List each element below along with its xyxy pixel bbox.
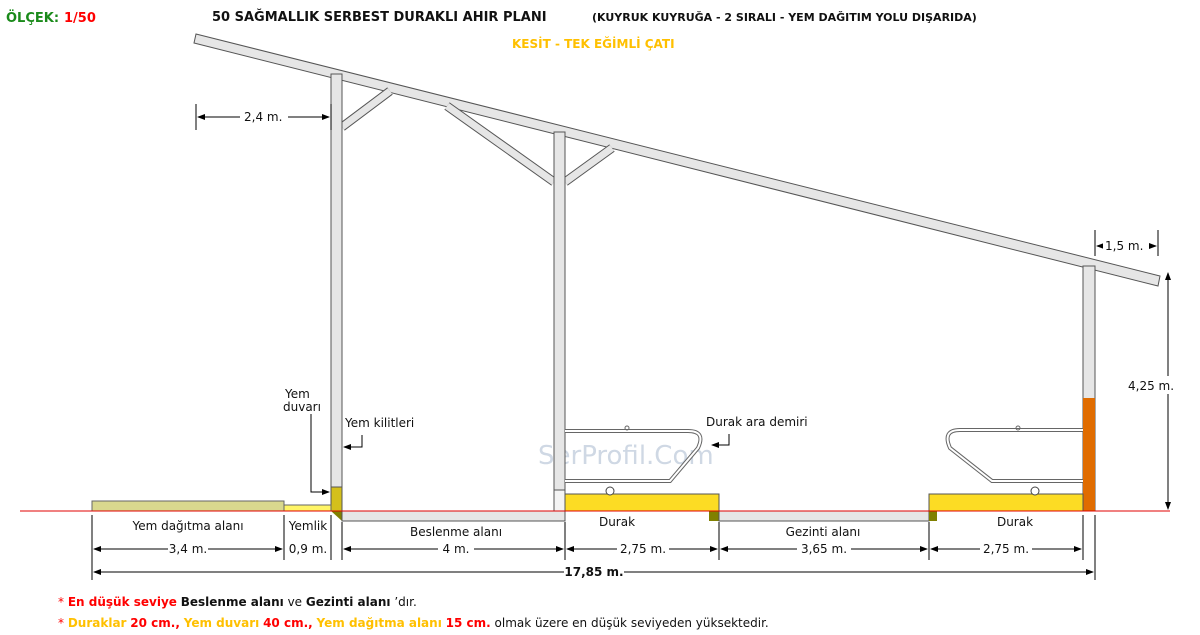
left-column [330, 73, 343, 512]
zone-label-walking: Gezinti alanı [786, 525, 861, 539]
note-2: * Duraklar 20 cm., Yem duvarı 40 cm., Ye… [58, 616, 769, 630]
section-title: KESİT - TEK EĞİMLİ ÇATI [512, 36, 675, 51]
page-title: 50 SAĞMALLIK SERBEST DURAKLI AHIR PLANI [212, 9, 547, 25]
roof-beam [193, 33, 1161, 287]
feed-road-slab [91, 500, 285, 512]
feed-wall-label-2: duvarı [283, 400, 321, 414]
zone-label-feed-road: Yem dağıtma alanı [131, 519, 243, 533]
zone-label-feeding: Beslenme alanı [410, 525, 502, 539]
roof-braces [339, 87, 615, 186]
extension-lines [91, 515, 1096, 580]
stall-divider-right [945, 425, 1083, 496]
zone-label-stall-right: Durak [997, 515, 1033, 529]
dim-walking: 3,65 m. [801, 542, 847, 556]
dim-manger: 0,9 m. [289, 542, 327, 556]
manger-slab [283, 504, 332, 512]
dim-feeding: 4 m. [443, 542, 470, 556]
feed-wall-leader [310, 414, 330, 495]
stall-divider-label: Durak ara demiri [706, 415, 808, 429]
stall-right-slab [928, 493, 1084, 512]
note-1: * En düşük seviye Beslenme alanı ve Gezi… [58, 595, 417, 609]
dim-stall-right: 2,75 m. [983, 542, 1029, 556]
stall-divider-left [565, 425, 703, 496]
feed-wall [330, 486, 343, 512]
scale-value: 1/50 [64, 11, 96, 26]
headlocks-leader [343, 435, 363, 450]
headlocks-label: Yem kilitleri [344, 416, 414, 430]
walking-floor [718, 510, 930, 522]
scale-label: ÖLÇEK: [6, 10, 59, 26]
feeding-floor [341, 510, 566, 522]
zone-label-stall-left: Durak [599, 515, 635, 529]
feed-wall-label-1: Yem [284, 387, 310, 401]
page-subtitle: (KUYRUK KUYRUĞA - 2 SIRALI - YEM DAĞITIM… [592, 11, 977, 24]
zone-label-manger: Yemlik [288, 519, 327, 533]
olive-curb-2 [929, 511, 937, 521]
dim-stall-left: 2,75 m. [620, 542, 666, 556]
stall-divider-leader [711, 434, 730, 448]
right-wall-base [1083, 398, 1095, 511]
middle-column-base [553, 489, 566, 512]
left-overhang-label: 2,4 m. [244, 110, 282, 124]
olive-curb-1 [709, 511, 719, 521]
right-overhang-label: 1,5 m. [1105, 239, 1143, 253]
eave-height-label: 4,25 m. [1128, 379, 1174, 393]
stall-left-slab [564, 493, 720, 512]
total-width-label: 17,85 m. [564, 565, 623, 579]
middle-column [553, 131, 566, 512]
dim-feed-road: 3,4 m. [169, 542, 207, 556]
feed-wall-footing [331, 511, 342, 521]
